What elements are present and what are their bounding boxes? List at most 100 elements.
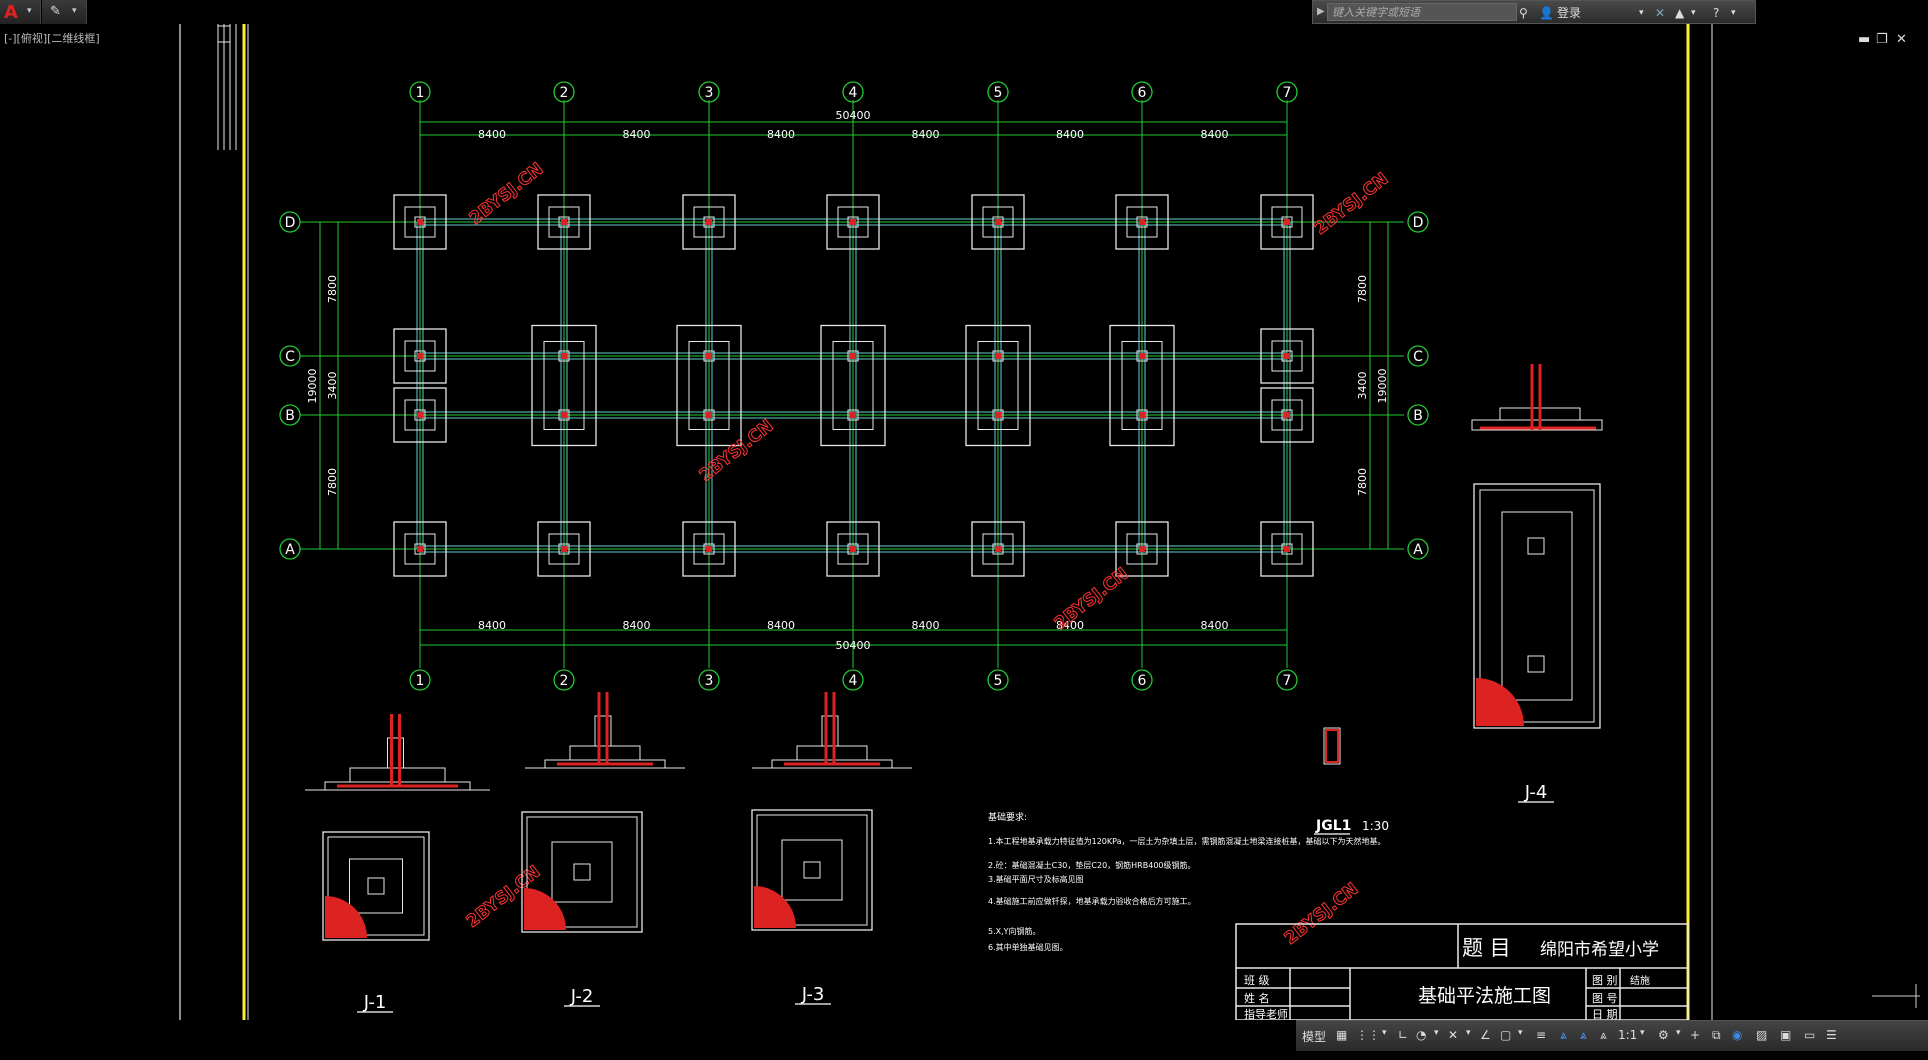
binding-strip: [217, 24, 237, 150]
chevron-down-icon[interactable]: ▾: [1676, 1028, 1681, 1038]
chevron-down-icon: ▾: [27, 6, 32, 16]
lineweight-icon[interactable]: ≡: [1536, 1028, 1547, 1042]
title-block-text: 题 目 绵阳市希望小学 基础平法施工图 班 级 姓 名 指导老师 图 别 结施 …: [1244, 936, 1659, 1020]
dimension-text: 19000: [1376, 369, 1389, 404]
column-outline: [703, 543, 715, 555]
scale-dropdown[interactable]: 1:1: [1618, 1028, 1638, 1042]
isolated-footing-outline: [1260, 328, 1314, 384]
help-icon[interactable]: ?: [1713, 6, 1720, 20]
chevron-down-icon[interactable]: ▾: [1691, 8, 1696, 18]
axis-bubble: [409, 669, 431, 691]
chevron-down-icon[interactable]: ▾: [1382, 1028, 1387, 1038]
axis-label: A: [1413, 542, 1423, 558]
chevron-down-icon[interactable]: ▾: [1639, 8, 1644, 18]
fullscreen-icon[interactable]: ▭: [1804, 1028, 1816, 1042]
layout-icon[interactable]: ▣: [1780, 1028, 1792, 1042]
clean-screen-icon[interactable]: ▨: [1756, 1028, 1768, 1042]
watermark-text: 2BYSJ.CN: [696, 416, 778, 486]
detail-label: J-3: [801, 984, 825, 1005]
isolated-footing-step: [982, 533, 1014, 565]
footing-section-step: [349, 767, 446, 783]
detail-label: JGL1: [1315, 818, 1351, 834]
binoculars-icon[interactable]: ⚲: [1519, 6, 1528, 20]
isolated-footing-outline: [826, 521, 880, 577]
application-menu-button[interactable]: A ▾: [0, 0, 41, 24]
axis-label: 1: [416, 673, 425, 689]
model-tab[interactable]: 模型: [1302, 1030, 1327, 1044]
annotation-visibility-icon[interactable]: ⩓: [1580, 1028, 1587, 1042]
rebar-section: [1480, 364, 1596, 430]
column-outline: [847, 350, 859, 362]
search-input[interactable]: [1327, 3, 1517, 21]
dimension-text: 7800: [326, 468, 339, 496]
rebar-mesh-quadrant: [524, 888, 566, 930]
chevron-down-icon[interactable]: ▾: [1434, 1028, 1439, 1038]
annotation-icon[interactable]: ⩓: [1560, 1028, 1567, 1042]
isolate-icon[interactable]: ⧉: [1712, 1028, 1721, 1042]
axis-label: 7: [1283, 85, 1292, 101]
axis-bubble: [1407, 538, 1429, 560]
menu-icon[interactable]: ☰: [1826, 1028, 1837, 1042]
infocenter-strip: ▶ ⚲ 👤 登录 ▾ ✕ ▲ ▾ ? ▾: [1312, 0, 1756, 24]
expand-arrow-icon[interactable]: ▶: [1317, 6, 1325, 17]
polar-icon[interactable]: ◔: [1416, 1028, 1427, 1042]
isolated-footing-outline: [1260, 194, 1314, 250]
footing-plan-column: [1527, 537, 1545, 555]
column-outline: [1136, 216, 1148, 228]
angle-icon[interactable]: ∠: [1480, 1028, 1491, 1042]
login-button[interactable]: 登录: [1557, 6, 1582, 20]
snap-icon[interactable]: ⋮⋮: [1356, 1028, 1380, 1042]
footing-plan-inner: [327, 836, 425, 936]
column-core: [706, 546, 712, 552]
chevron-down-icon[interactable]: ▾: [1518, 1028, 1523, 1038]
combined-footing-step: [977, 341, 1019, 430]
ortho-icon[interactable]: ∟: [1398, 1028, 1409, 1042]
edit-document-icon: ✎: [50, 4, 61, 19]
axis-label: A: [285, 542, 295, 558]
axis-bubble: [842, 81, 864, 103]
axis-bubble: [987, 81, 1009, 103]
chevron-down-icon[interactable]: ▾: [1466, 1028, 1471, 1038]
hardware-acceleration-icon[interactable]: ◉: [1732, 1028, 1743, 1042]
column-outline: [847, 216, 859, 228]
axis-label: D: [1413, 215, 1424, 231]
gear-icon[interactable]: ⚙: [1658, 1028, 1669, 1042]
restore-icon[interactable]: ❐: [1876, 32, 1888, 47]
osnap-icon[interactable]: ✕: [1448, 1028, 1459, 1042]
beam-section: [1323, 727, 1341, 765]
isolated-footing-outline: [1260, 521, 1314, 577]
viewport-controls[interactable]: [-][俯视][二维线框]: [4, 32, 100, 45]
column-outline: [414, 543, 426, 555]
column-outline: [414, 216, 426, 228]
dimension-text: 8400: [767, 128, 795, 141]
object-snap-icon[interactable]: ▢: [1500, 1028, 1512, 1042]
exchange-icon[interactable]: ✕: [1655, 6, 1666, 20]
date-label: 日 期: [1592, 1008, 1618, 1020]
axis-label: 7: [1283, 673, 1292, 689]
chevron-down-icon[interactable]: ▾: [1731, 8, 1736, 18]
plus-icon[interactable]: +: [1690, 1028, 1701, 1042]
quick-access-toolbar[interactable]: ✎ ▾: [42, 0, 87, 24]
axis-bubble: [698, 81, 720, 103]
minimize-icon[interactable]: ▬: [1858, 32, 1871, 47]
column-outline: [1136, 543, 1148, 555]
ucs-icon: [1872, 984, 1920, 1008]
a360-icon[interactable]: ▲: [1675, 6, 1685, 20]
rebar-mesh-quadrant: [1476, 678, 1524, 726]
chevron-down-icon[interactable]: ▾: [1640, 1028, 1645, 1038]
user-icon[interactable]: 👤: [1539, 6, 1554, 20]
isolated-footing-step: [404, 533, 436, 565]
column-outline: [703, 350, 715, 362]
grid-icon[interactable]: ▦: [1336, 1028, 1348, 1042]
drawing-type-label: 图 别: [1592, 974, 1618, 987]
pedestal-section: [594, 715, 612, 747]
isolated-footing-step: [548, 533, 580, 565]
annotation-scale-icon[interactable]: ⩓: [1600, 1028, 1607, 1042]
isolated-footing-step: [404, 206, 436, 238]
footing-plan-column: [1527, 655, 1545, 673]
axis-bubble: [987, 669, 1009, 691]
name-label: 姓 名: [1244, 991, 1270, 1005]
close-icon[interactable]: ✕: [1896, 32, 1907, 47]
pedestal-section: [821, 715, 839, 747]
